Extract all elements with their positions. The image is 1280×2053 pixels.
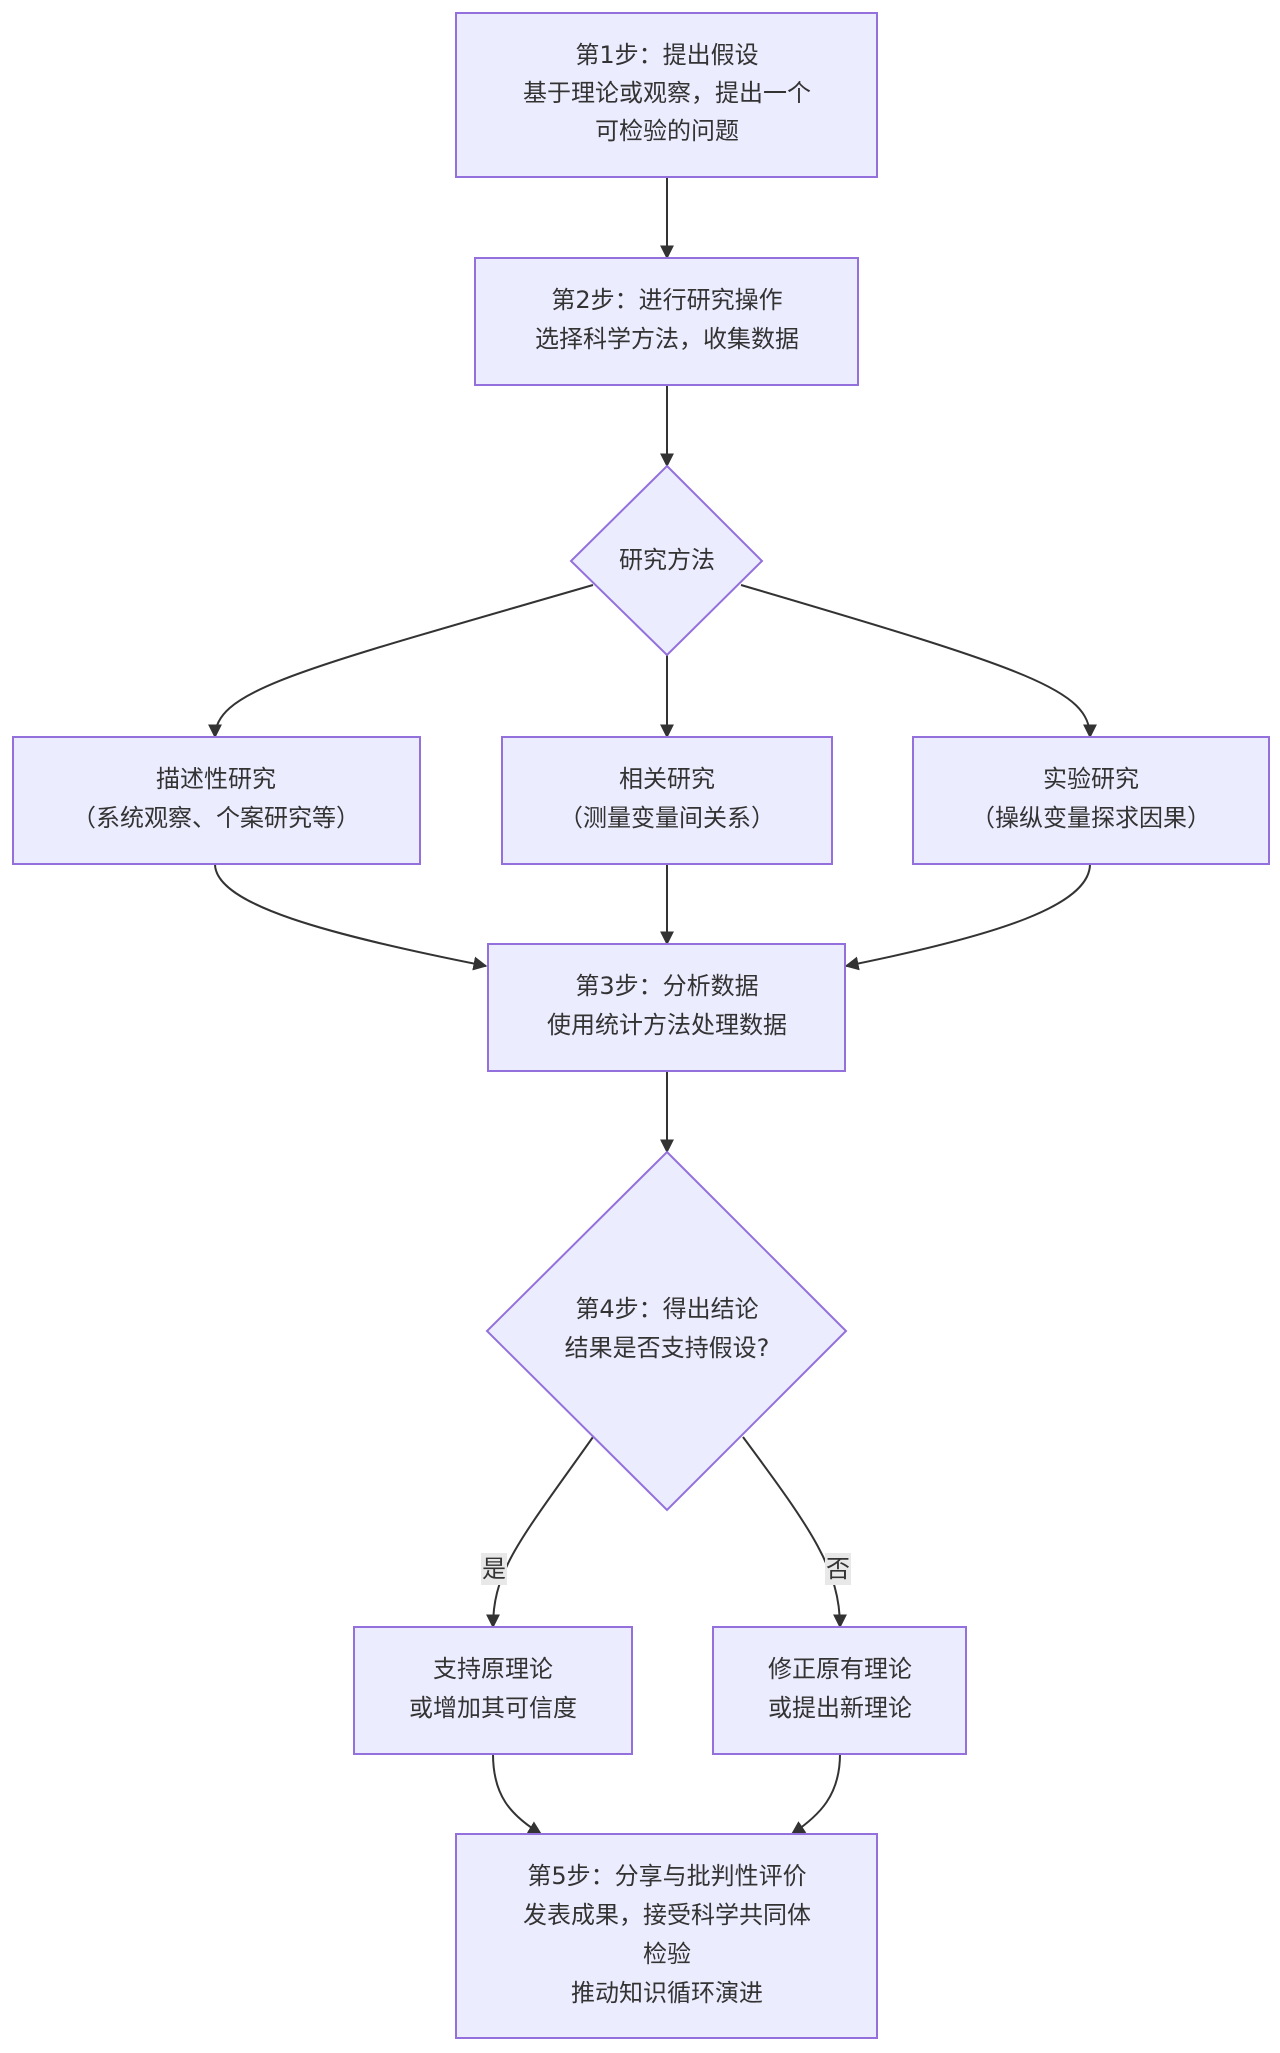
svg-text:第1步：提出假设: 第1步：提出假设: [575, 41, 758, 69]
svg-text:选择科学方法，收集数据: 选择科学方法，收集数据: [535, 325, 799, 353]
edge-step4-revise: [742, 1436, 847, 1629]
node-correlational: 相关研究 （测量变量间关系）: [501, 736, 833, 865]
svg-text:否: 否: [826, 1555, 850, 1583]
edge-method-descriptive: [208, 584, 594, 739]
svg-text:修正原有理论: 修正原有理论: [768, 1655, 912, 1683]
edge-revise-step5: [790, 1753, 841, 1835]
edge-step4-support: [486, 1436, 594, 1629]
edge-label-yes: 是: [481, 1553, 507, 1585]
node-step5: 第5步：分享与批判性评价 发表成果，接受科学共同体 检验 推动知识循环演进: [455, 1833, 878, 2039]
node-method: 研究方法: [569, 464, 764, 657]
edge-method-experimental: [740, 584, 1097, 739]
svg-text:基于理论或观察，提出一个: 基于理论或观察，提出一个: [523, 79, 811, 107]
node-step1: 第1步：提出假设 基于理论或观察，提出一个 可检验的问题: [455, 12, 878, 178]
svg-text:可检验的问题: 可检验的问题: [595, 117, 739, 145]
svg-text:支持原理论: 支持原理论: [433, 1655, 553, 1683]
svg-text:描述性研究: 描述性研究: [156, 765, 276, 793]
edge-descriptive-step3: [214, 863, 488, 971]
edge-experimental-step3: [844, 863, 1091, 971]
edge-support-step5: [492, 1753, 543, 1835]
svg-text:检验: 检验: [643, 1940, 691, 1968]
svg-text:使用统计方法处理数据: 使用统计方法处理数据: [547, 1011, 787, 1039]
svg-text:相关研究: 相关研究: [619, 765, 715, 793]
node-experimental: 实验研究 （操纵变量探求因果）: [912, 736, 1270, 865]
svg-text:实验研究: 实验研究: [1043, 765, 1139, 793]
svg-text:研究方法: 研究方法: [619, 546, 715, 574]
svg-text:（系统观察、个案研究等）: （系统观察、个案研究等）: [72, 804, 360, 832]
edge-label-no: 否: [825, 1553, 851, 1585]
node-step4: 第4步：得出结论 结果是否支持假设?: [485, 1150, 848, 1512]
svg-text:或提出新理论: 或提出新理论: [768, 1694, 912, 1722]
svg-text:推动知识循环演进: 推动知识循环演进: [571, 1979, 763, 2007]
node-support: 支持原理论 或增加其可信度: [353, 1626, 633, 1755]
svg-text:（操纵变量探求因果）: （操纵变量探求因果）: [971, 804, 1211, 832]
svg-text:（测量变量间关系）: （测量变量间关系）: [559, 804, 775, 832]
node-step3: 第3步：分析数据 使用统计方法处理数据: [487, 943, 846, 1072]
svg-text:第3步：分析数据: 第3步：分析数据: [575, 972, 758, 1000]
svg-text:发表成果，接受科学共同体: 发表成果，接受科学共同体: [523, 1901, 811, 1929]
svg-text:第2步：进行研究操作: 第2步：进行研究操作: [551, 286, 782, 314]
svg-text:是: 是: [482, 1555, 506, 1583]
node-revise: 修正原有理论 或提出新理论: [712, 1626, 967, 1755]
svg-text:第5步：分享与批判性评价: 第5步：分享与批判性评价: [527, 1862, 806, 1890]
node-descriptive: 描述性研究 （系统观察、个案研究等）: [12, 736, 421, 865]
edges: [208, 177, 1097, 1835]
svg-text:结果是否支持假设?: 结果是否支持假设?: [565, 1334, 770, 1362]
node-step2: 第2步：进行研究操作 选择科学方法，收集数据: [474, 257, 859, 386]
svg-text:第4步：得出结论: 第4步：得出结论: [575, 1295, 758, 1323]
svg-text:或增加其可信度: 或增加其可信度: [409, 1694, 577, 1722]
